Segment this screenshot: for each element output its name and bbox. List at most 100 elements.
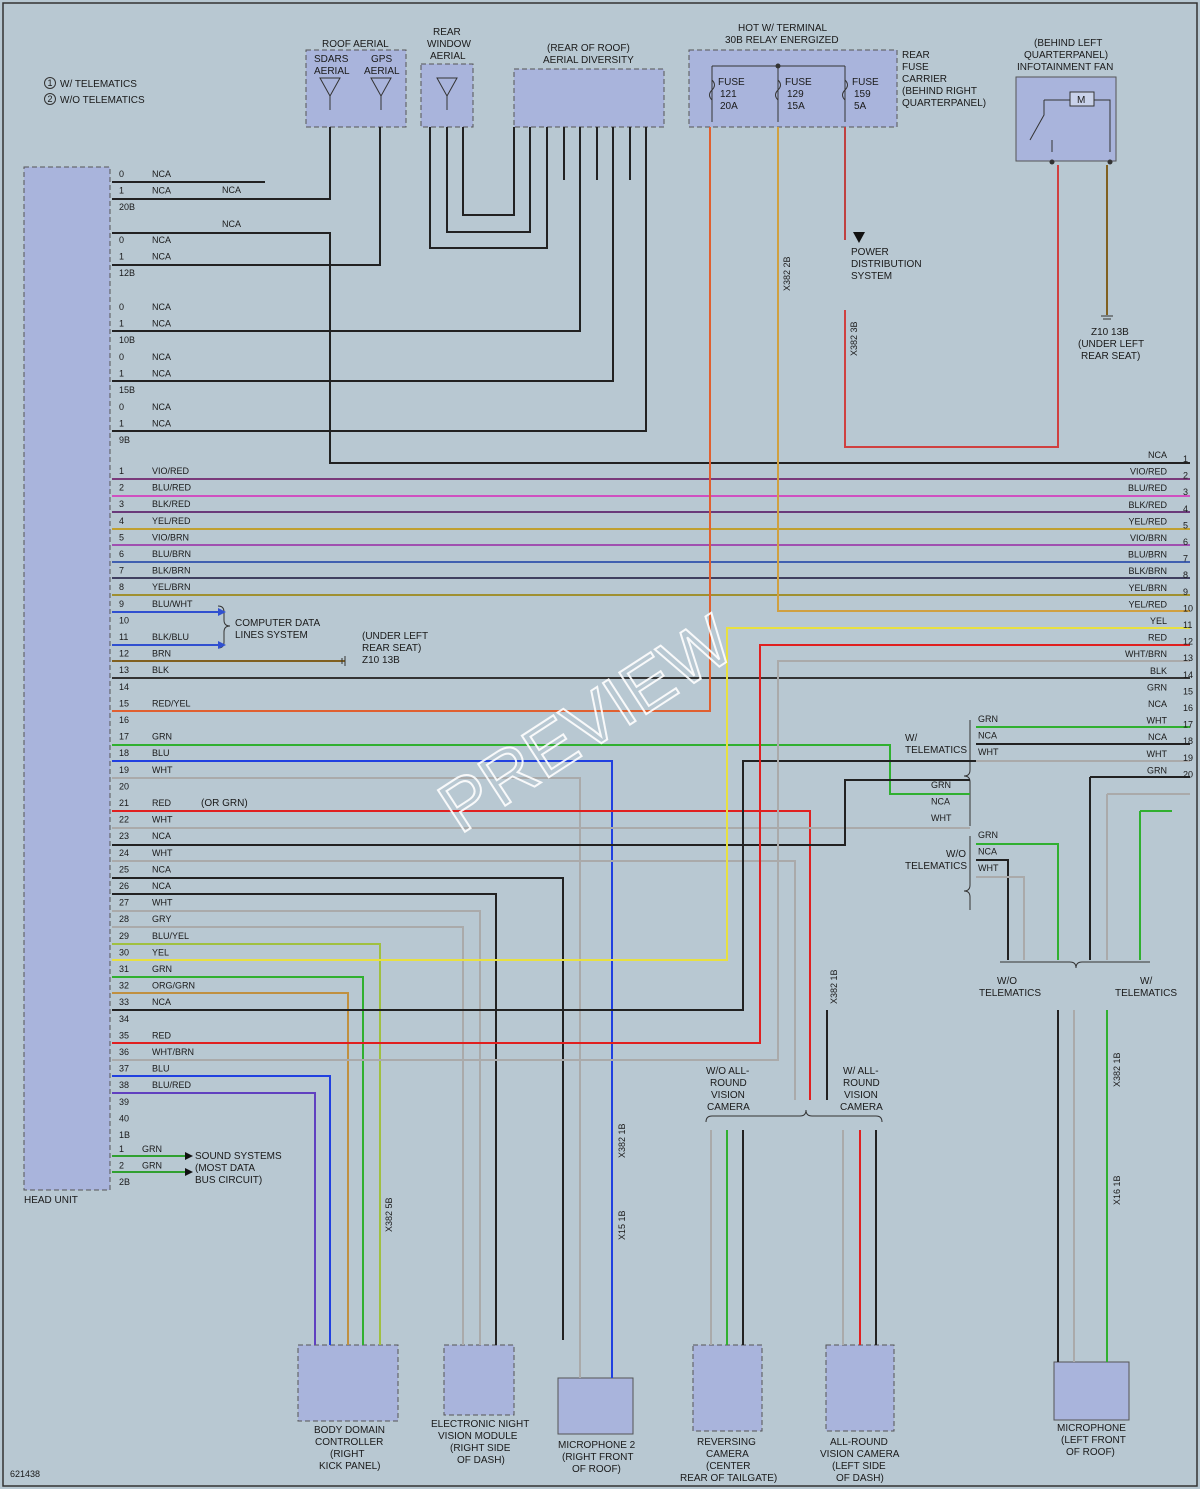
svg-text:TELEMATICS: TELEMATICS [1115, 988, 1177, 999]
svg-text:(LEFT FRONT: (LEFT FRONT [1061, 1435, 1126, 1446]
svg-text:159: 159 [854, 89, 871, 100]
arrow-icon [185, 1168, 193, 1176]
wire-color-label: WHT/BRN [152, 1047, 194, 1057]
pin-number: 23 [119, 831, 129, 841]
pin-number: 25 [119, 864, 129, 874]
pin-number: 0 [119, 402, 124, 412]
right-wire-color: WHT/BRN [1125, 649, 1167, 659]
svg-text:COMPUTER DATA: COMPUTER DATA [235, 618, 321, 629]
legend-two: W/O TELEMATICS [60, 95, 145, 106]
svg-text:Z10 13B: Z10 13B [362, 655, 400, 666]
right-wire-color: NCA [1148, 450, 1167, 460]
wire-color-label: YEL/RED [152, 516, 191, 526]
pin-number: 37 [119, 1064, 129, 1074]
wire-color-label: GRN [142, 1144, 162, 1154]
wire-label: NCA [152, 186, 171, 196]
wire-color-label: WHT [931, 813, 952, 823]
mic-box [1053, 1361, 1130, 1421]
right-wire-color: WHT [1147, 749, 1168, 759]
allround-camera-box [825, 1344, 895, 1432]
right-wire-color: WHT [1147, 716, 1168, 726]
wire-color-label: BLK/RED [152, 499, 191, 509]
right-pin-number: 11 [1183, 620, 1192, 630]
wire-color-label: GRY [152, 914, 171, 924]
right-pin-number: 12 [1183, 637, 1193, 647]
wire-label: NCA [152, 252, 171, 262]
pin-number: 0 [119, 235, 124, 245]
misc-labels: COMPUTER DATA LINES SYSTEM (UNDER LEFT R… [10, 605, 1177, 1479]
pin-number: 16 [119, 715, 129, 725]
svg-text:(UNDER LEFT: (UNDER LEFT [362, 631, 428, 642]
arrow-icon [218, 641, 226, 649]
fuse-icon [709, 79, 715, 101]
pin-number: 1 [119, 319, 124, 329]
right-pin-number: 16 [1183, 703, 1193, 713]
svg-text:(REAR OF ROOF): (REAR OF ROOF) [547, 43, 630, 54]
legend-one: W/ TELEMATICS [60, 79, 137, 90]
pin-number: 1B [119, 1130, 130, 1140]
svg-text:(RIGHT FRONT: (RIGHT FRONT [562, 1452, 633, 1463]
wire-color-label: BLU [152, 748, 170, 758]
svg-text:30B RELAY ENERGIZED: 30B RELAY ENERGIZED [725, 35, 839, 46]
svg-text:129: 129 [787, 89, 804, 100]
pin-number: 9 [119, 599, 124, 609]
wire-color-label: VIO/BRN [152, 532, 189, 542]
svg-text:X382 3B: X382 3B [849, 321, 859, 356]
wire-label: NCA [152, 352, 171, 362]
wire-color-label: BLK [152, 665, 169, 675]
wire-label: NCA [152, 319, 171, 329]
right-wire-color: YEL/RED [1128, 516, 1167, 526]
right-pin-number: 9 [1183, 587, 1188, 597]
pin-number: 3 [119, 499, 124, 509]
svg-text:(LEFT SIDE: (LEFT SIDE [832, 1461, 886, 1472]
right-pin-number: 1 [1183, 454, 1188, 464]
svg-text:X382 1B: X382 1B [617, 1123, 627, 1158]
wire-label: NCA [152, 169, 171, 179]
aerial-diversity: (REAR OF ROOF) AERIAL DIVERSITY [513, 43, 665, 128]
wire-color-label: WHT [152, 898, 173, 908]
wire-color-label: BLK/BRN [152, 566, 191, 576]
pin-number: 1 [119, 1144, 124, 1154]
svg-text:POWER: POWER [851, 247, 889, 258]
svg-text:FUSE: FUSE [852, 77, 879, 88]
connector-labels: X382 2B X382 3B X382 1B X382 1B X382 5B … [384, 256, 1122, 1240]
wire-label: NCA [222, 219, 241, 229]
wire-color-label: NCA [152, 831, 171, 841]
svg-text:OF DASH): OF DASH) [836, 1473, 884, 1484]
right-pin-number: 15 [1183, 686, 1193, 696]
wire-color-label: WHT [978, 863, 999, 873]
svg-text:OF ROOF): OF ROOF) [572, 1464, 621, 1475]
pin-number: 32 [119, 981, 129, 991]
wire-label: NCA [152, 302, 171, 312]
svg-text:REAR: REAR [433, 27, 461, 38]
svg-text:REAR: REAR [902, 50, 930, 61]
wire-color-label: BLU/YEL [152, 931, 189, 941]
svg-text:ROUND: ROUND [710, 1078, 747, 1089]
right-wire-color: YEL/RED [1128, 599, 1167, 609]
pin-number: 22 [119, 815, 129, 825]
pin-number: 10 [119, 615, 129, 625]
svg-text:(RIGHT: (RIGHT [330, 1449, 364, 1460]
svg-text:ROUND: ROUND [843, 1078, 880, 1089]
svg-text:X382 2B: X382 2B [782, 256, 792, 291]
pin-number: 11 [119, 632, 128, 642]
pin-number: 9B [119, 435, 130, 445]
svg-text:(BEHIND RIGHT: (BEHIND RIGHT [902, 86, 977, 97]
pin-number: 30 [119, 947, 129, 957]
svg-text:REVERSING: REVERSING [697, 1437, 756, 1448]
wire-color-label: VIO/RED [152, 466, 190, 476]
right-pin-number: 2 [1183, 471, 1188, 481]
svg-text:(MOST DATA: (MOST DATA [195, 1163, 255, 1174]
svg-text:SDARS: SDARS [314, 54, 349, 65]
fuse-icon [775, 79, 781, 101]
svg-text:W/O ALL-: W/O ALL- [706, 1066, 749, 1077]
svg-text:AERIAL: AERIAL [314, 66, 350, 77]
legend: 1 W/ TELEMATICS 2 W/O TELEMATICS [44, 77, 145, 106]
pin-number: 2 [119, 483, 124, 493]
right-wire-color: BLU/BRN [1128, 550, 1167, 560]
svg-text:X382 5B: X382 5B [384, 1197, 394, 1232]
